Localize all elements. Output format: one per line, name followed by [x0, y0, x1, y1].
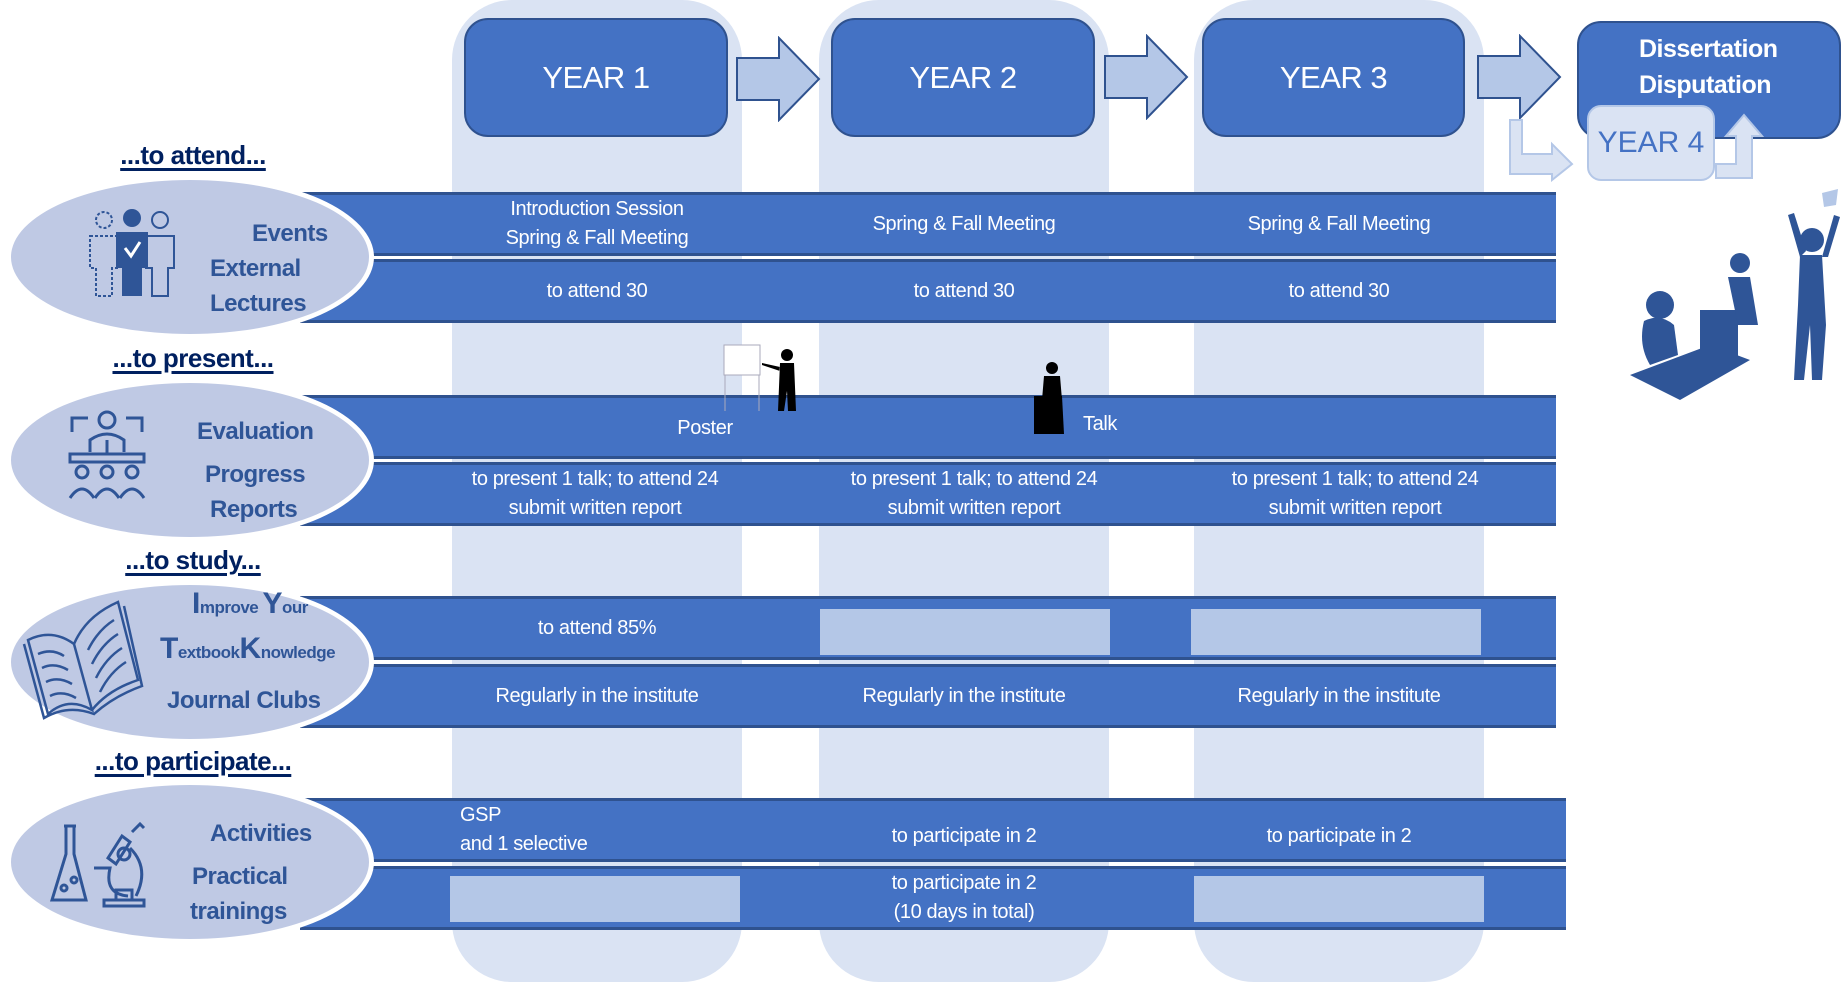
participate-trainings-row: to participate in 2 (10 days in total) — [300, 866, 1566, 930]
presentation-audience-icon — [68, 410, 146, 499]
study-presence-year3: Regularly in the institute — [1237, 684, 1441, 707]
open-book-icon — [22, 600, 144, 720]
empty-cell-year1 — [450, 876, 740, 922]
label-progress: Progress — [205, 461, 306, 488]
attend-events-row: Introduction Session Spring & Fall Meeti… — [300, 192, 1556, 256]
label-evaluation: Evaluation — [197, 418, 314, 445]
section-heading-present: ...to present... — [112, 343, 274, 373]
study-presence-row: Regularly in the institute Regularly in … — [300, 664, 1556, 728]
talk-label: Talk — [1083, 412, 1117, 435]
section-heading-study: ...to study... — [125, 545, 261, 575]
label-improve-your: Improve Your — [192, 587, 308, 620]
section-heading-participate: ...to participate... — [94, 746, 292, 776]
graduates-illustration-icon — [1630, 189, 1840, 400]
label-external: External — [210, 255, 301, 282]
label-journal-clubs: Journal Clubs — [167, 687, 321, 714]
attend-count-year3: to attend 30 — [1288, 279, 1390, 302]
year3-box: YEAR 3 — [1202, 18, 1465, 137]
attend-ellipse — [6, 175, 374, 339]
year2-box: YEAR 2 — [831, 18, 1095, 137]
year3-label: YEAR 3 — [1279, 59, 1388, 95]
study-presence-year2: Regularly in the institute — [862, 684, 1066, 707]
arrow-right-icon — [736, 36, 821, 122]
attend-count-year1: to attend 30 — [546, 279, 648, 302]
label-lectures: Lectures — [210, 290, 307, 317]
present-req-year3: to present 1 talk; to attend 24 submit w… — [1231, 468, 1479, 519]
study-presence-year1: Regularly in the institute — [495, 684, 699, 707]
lab-flask-microscope-icon — [49, 821, 146, 908]
label-activities: Activities — [210, 820, 312, 847]
disputation-label: Disputation — [1639, 71, 1772, 99]
participate-ellipse — [6, 780, 374, 944]
present-ellipse — [6, 378, 374, 542]
label-reports: Reports — [210, 496, 298, 523]
dissertation-label: Dissertation — [1639, 35, 1778, 63]
empty-cell-year2 — [820, 609, 1110, 655]
arrow-right-icon — [1477, 34, 1562, 120]
label-textbook-knowledge: TextbookKnowledge — [160, 632, 336, 665]
attend-events-year1: Introduction Session Spring & Fall Meeti… — [505, 198, 689, 249]
participate-activities-year2: to participate in 2 — [891, 824, 1037, 847]
attend-events-year3: Spring & Fall Meeting — [1247, 212, 1431, 235]
present-requirements-row: to present 1 talk; to attend 24 submit w… — [300, 462, 1556, 526]
arrow-right-icon — [1104, 34, 1189, 120]
participate-activities-year3: to participate in 2 — [1266, 824, 1412, 847]
year4-box: YEAR 4 — [1587, 105, 1715, 181]
study-clubs-year1: to attend 85% — [537, 616, 657, 639]
poster-label: Poster — [677, 416, 733, 439]
label-practical: Practical — [192, 863, 288, 890]
label-events: Events — [252, 220, 328, 247]
year1-label: YEAR 1 — [542, 59, 650, 95]
talk-podium-icon — [1034, 362, 1064, 434]
attend-events-year2: Spring & Fall Meeting — [872, 212, 1056, 235]
year1-box: YEAR 1 — [464, 18, 728, 137]
bent-arrow-up-icon — [1715, 113, 1765, 179]
present-req-year2: to present 1 talk; to attend 24 submit w… — [850, 468, 1098, 519]
year4-label: YEAR 4 — [1597, 126, 1705, 159]
people-check-icon — [89, 209, 175, 297]
attend-count-year2: to attend 30 — [913, 279, 1015, 302]
participate-trainings-year2: to participate in 2 (10 days in total) — [891, 872, 1037, 923]
participate-activities-row: GSP and 1 selective to participate in 2 … — [300, 798, 1566, 862]
participate-activities-year1: GSP and 1 selective — [460, 804, 588, 855]
present-req-year1: to present 1 talk; to attend 24 submit w… — [471, 468, 719, 519]
poster-presenter-icon — [723, 344, 796, 411]
attend-count-row: to attend 30 to attend 30 to attend 30 — [300, 259, 1556, 323]
bent-arrow-icon — [1509, 119, 1574, 182]
section-heading-attend: ...to attend... — [120, 140, 266, 170]
study-clubs-row: to attend 85% — [300, 596, 1556, 660]
empty-cell-year3 — [1194, 876, 1484, 922]
study-ellipse — [6, 580, 374, 744]
year2-label: YEAR 2 — [909, 59, 1017, 95]
present-type-row: Poster Talk — [300, 395, 1556, 459]
label-trainings: trainings — [190, 898, 287, 925]
empty-cell-year3 — [1191, 609, 1481, 655]
